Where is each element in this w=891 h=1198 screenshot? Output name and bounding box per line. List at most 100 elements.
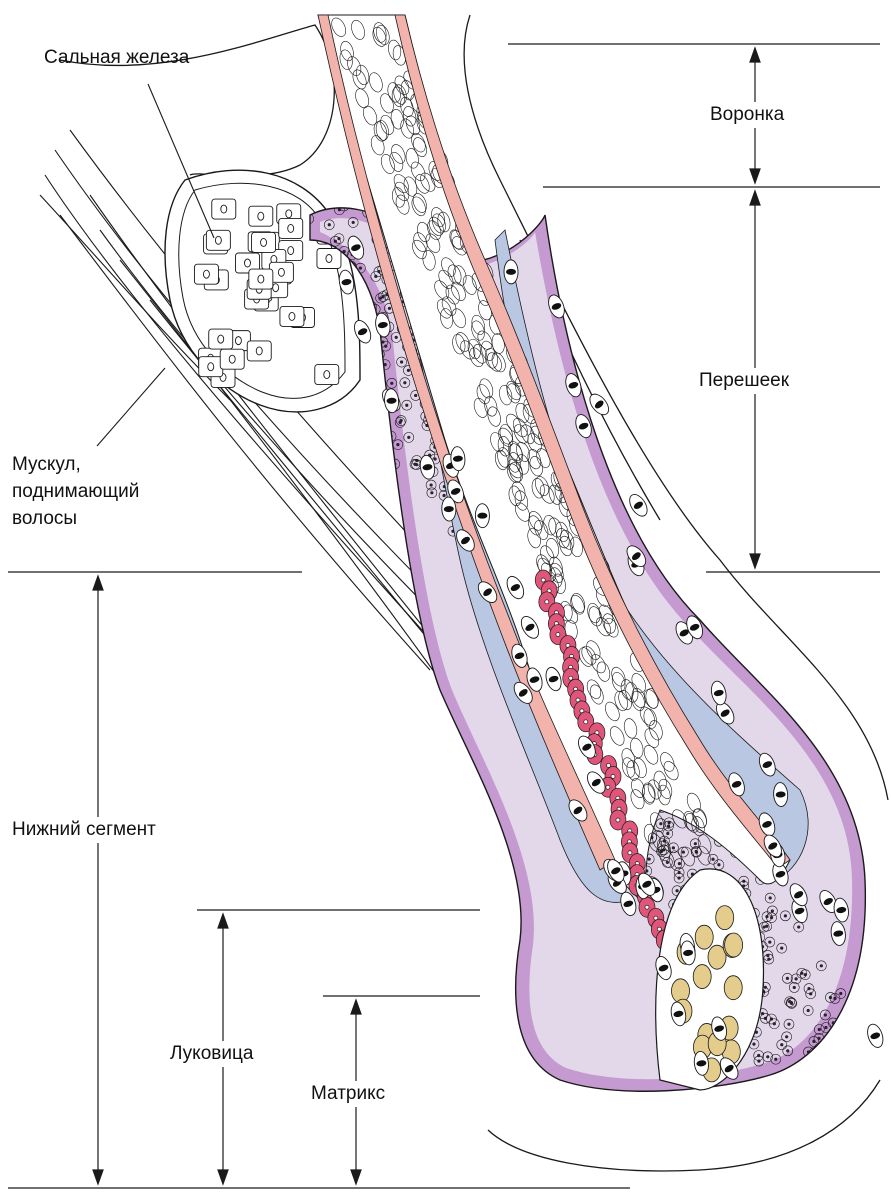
medulla-nucleus [606,785,610,789]
sheath-nucleus [787,1023,790,1026]
sheath-nucleus [379,297,382,300]
sheath-nucleus [817,1102,820,1105]
sheath-nucleus [374,367,377,370]
sheath-nucleus [365,373,368,376]
sheath-cell [779,1074,789,1084]
sheath-nucleus [812,1040,815,1043]
sheath-nucleus [378,353,381,356]
medulla-nucleus [611,774,615,778]
sheath-cell [857,1072,867,1082]
gland-cell [220,349,244,369]
gland-cell [212,199,236,219]
sheath-nucleus [405,404,408,407]
sheath-nucleus [672,846,675,849]
sheath-nucleus [648,857,651,860]
sheath-nucleus [752,1043,755,1046]
sheath-nucleus [659,822,662,825]
sheath-nucleus [805,1070,808,1073]
sheath-nucleus [813,1051,816,1054]
sheath-nucleus [675,889,678,892]
sheath-nucleus [771,909,774,912]
medulla-nucleus [545,600,549,604]
label-sebaceous-gland: Сальная железа [44,45,189,71]
sheath-nucleus [820,964,823,967]
sheath-cell [809,1048,819,1058]
sheath-nucleus [818,1028,821,1031]
gland-cell [252,232,276,252]
sheath-nucleus [780,1043,783,1046]
sheath-cell [817,1060,827,1070]
sheath-nucleus [870,1055,873,1058]
sheath-nucleus [374,391,377,394]
sheath-nucleus [666,861,669,864]
sheath-nucleus [790,1001,793,1004]
sheath-nucleus [388,307,391,310]
gland-cell [249,269,273,289]
sheath-nucleus [834,1069,837,1072]
sheath-nucleus [377,270,380,273]
sheath-nucleus [396,443,399,446]
sheath-nucleus [407,436,410,439]
sheath-nucleus [821,1064,824,1067]
sheath-nucleus [370,305,373,308]
sheath-cell [857,1063,867,1073]
sheath-nucleus [821,1071,824,1074]
sheath-cell [371,387,381,397]
sheath-nucleus [830,1035,833,1038]
sheath-nucleus [390,382,393,385]
sheath-nucleus [337,237,340,240]
sebaceous-gland [165,170,360,412]
sheath-nucleus [442,494,445,497]
label-infundibulum: Воронка [708,102,786,128]
sheath-cell [361,369,371,379]
sheath-nucleus [769,896,772,899]
sheath-nucleus [342,204,345,207]
gland-cell [315,365,339,385]
medulla-nucleus [628,851,632,855]
sheath-nucleus [833,997,836,1000]
sheath-nucleus [832,1086,835,1089]
medulla-nucleus [616,818,620,822]
sheath-nucleus [761,1012,764,1015]
sheath-nucleus [819,1103,822,1106]
papilla-cell [716,906,734,930]
sheath-nucleus [818,1047,821,1050]
medulla-nucleus [645,905,649,909]
sheath-nucleus [352,221,355,224]
label-arrector-muscle-line2: поднимающий [12,479,139,505]
sheath-cell [366,354,376,364]
sheath-cell [830,1065,840,1075]
sheath-nucleus [821,1074,824,1077]
sheath-nucleus [343,250,346,253]
sheath-cell [844,1041,854,1051]
sheath-nucleus [338,208,341,211]
sheath-nucleus [717,863,720,866]
label-arrector-muscle-line3: волосы [12,506,77,532]
sheath-cell [367,355,377,365]
sheath-cell [815,1099,825,1109]
papilla-cell [693,965,711,989]
medulla-nucleus [657,927,661,931]
sheath-nucleus [682,850,685,853]
medulla-nucleus [569,676,573,680]
sheath-nucleus [768,940,771,943]
sheath-nucleus [369,349,372,352]
sheath-nucleus [367,350,370,353]
sheath-cell [800,1081,810,1091]
sheath-nucleus [395,336,398,339]
sheath-nucleus [668,821,671,824]
sheath-cell [806,1070,816,1080]
sheath-nucleus [807,987,810,990]
sheath-cell [836,1040,846,1050]
sheath-nucleus [678,871,681,874]
sheath-nucleus [678,862,681,865]
papilla-cell [725,933,743,957]
sheath-cell [363,347,373,357]
sheath-nucleus [795,977,798,980]
sheath-nucleus [786,977,789,980]
sheath-nucleus [764,986,767,989]
sheath-nucleus [407,369,410,372]
sheath-nucleus [780,947,783,950]
sheath-cell [828,1083,838,1093]
